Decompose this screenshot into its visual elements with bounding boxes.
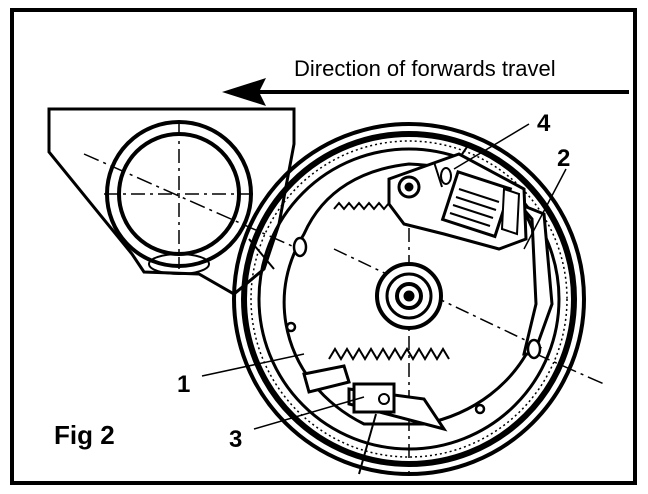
callout-2: 2 xyxy=(557,145,570,172)
callout-3: 3 xyxy=(229,426,242,453)
upper-spring xyxy=(333,201,395,211)
callout-4: 4 xyxy=(537,110,551,137)
direction-label: Direction of forwards travel xyxy=(294,56,556,81)
mounting-holes xyxy=(285,143,542,415)
lower-spring xyxy=(328,347,450,361)
axle-bracket xyxy=(47,107,296,296)
brake-drum-diagram: Direction of forwards travel xyxy=(47,56,629,476)
adjuster-mechanism xyxy=(387,152,528,251)
figure-frame: Direction of forwards travel xyxy=(10,8,637,485)
figure-label: Fig 2 xyxy=(54,420,115,450)
direction-arrow xyxy=(222,78,629,106)
hub xyxy=(375,262,443,330)
callout-1: 1 xyxy=(177,371,190,398)
callout-leaders xyxy=(201,123,567,430)
handbrake-lever xyxy=(302,364,448,475)
